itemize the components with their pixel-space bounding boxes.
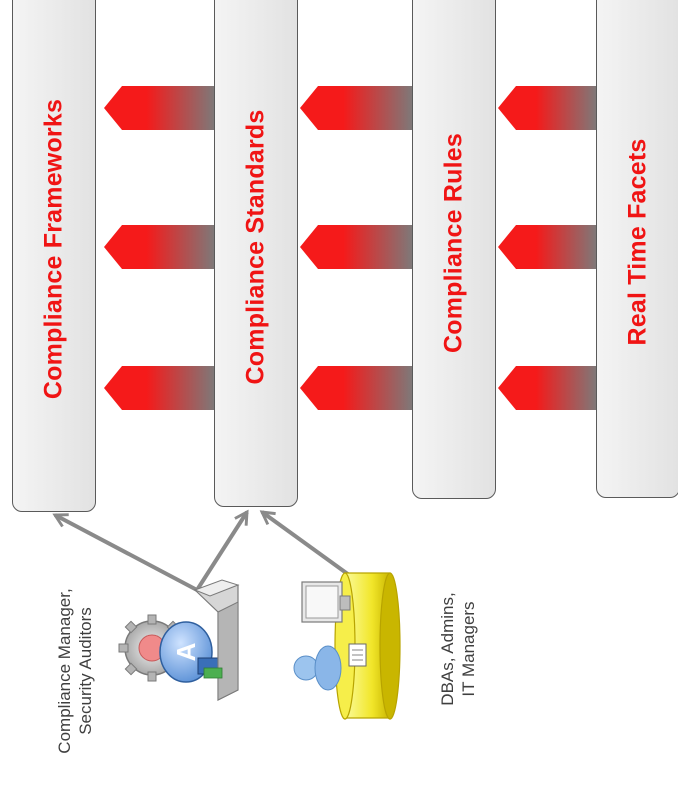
role-label-line: IT Managers	[459, 601, 478, 697]
role-label-admins: DBAs, Admins, IT Managers	[437, 592, 479, 705]
flow-arrow	[498, 366, 598, 410]
cylinder-icon	[334, 572, 401, 720]
flow-arrow	[104, 225, 216, 269]
role-label-auditors: Compliance Manager, Security Auditors	[54, 588, 96, 753]
flow-arrow	[104, 86, 216, 130]
role-label-line: DBAs, Admins,	[438, 592, 457, 706]
svg-text:A: A	[171, 642, 201, 661]
panel-compliance-frameworks: Compliance Frameworks	[12, 0, 96, 512]
panel-compliance-rules: Compliance Rules	[412, 0, 496, 499]
connector-arrow-to-standards	[195, 512, 249, 592]
connector-arrow-admins-to-standards	[262, 512, 358, 582]
flow-arrow	[300, 86, 414, 130]
admin-icon	[293, 572, 401, 720]
panel-real-time-facets: Real Time Facets	[596, 0, 678, 498]
connector-arrow-to-frameworks	[55, 513, 198, 592]
panel-compliance-standards: Compliance Standards	[214, 0, 298, 507]
desk-icon	[193, 579, 240, 701]
flow-arrow	[498, 86, 598, 130]
flow-arrow	[104, 366, 216, 410]
flow-arrow-row-facets-to-rules	[498, 86, 598, 410]
role-label-line: Compliance Manager,	[55, 588, 74, 754]
document-icon	[348, 643, 367, 667]
flow-arrow	[300, 225, 414, 269]
role-label-line: Security Auditors	[76, 607, 95, 735]
connector-arrows	[55, 512, 358, 592]
auditor-icon: A	[118, 579, 240, 701]
monitor-icon	[301, 581, 351, 623]
person-blue-icon: A	[159, 621, 221, 683]
person-icon	[293, 645, 342, 691]
flow-arrow-row-standards-to-frameworks	[104, 86, 216, 410]
flow-arrow-row-rules-to-standards	[300, 86, 414, 410]
flow-arrow	[300, 366, 414, 410]
flow-arrow	[498, 225, 598, 269]
